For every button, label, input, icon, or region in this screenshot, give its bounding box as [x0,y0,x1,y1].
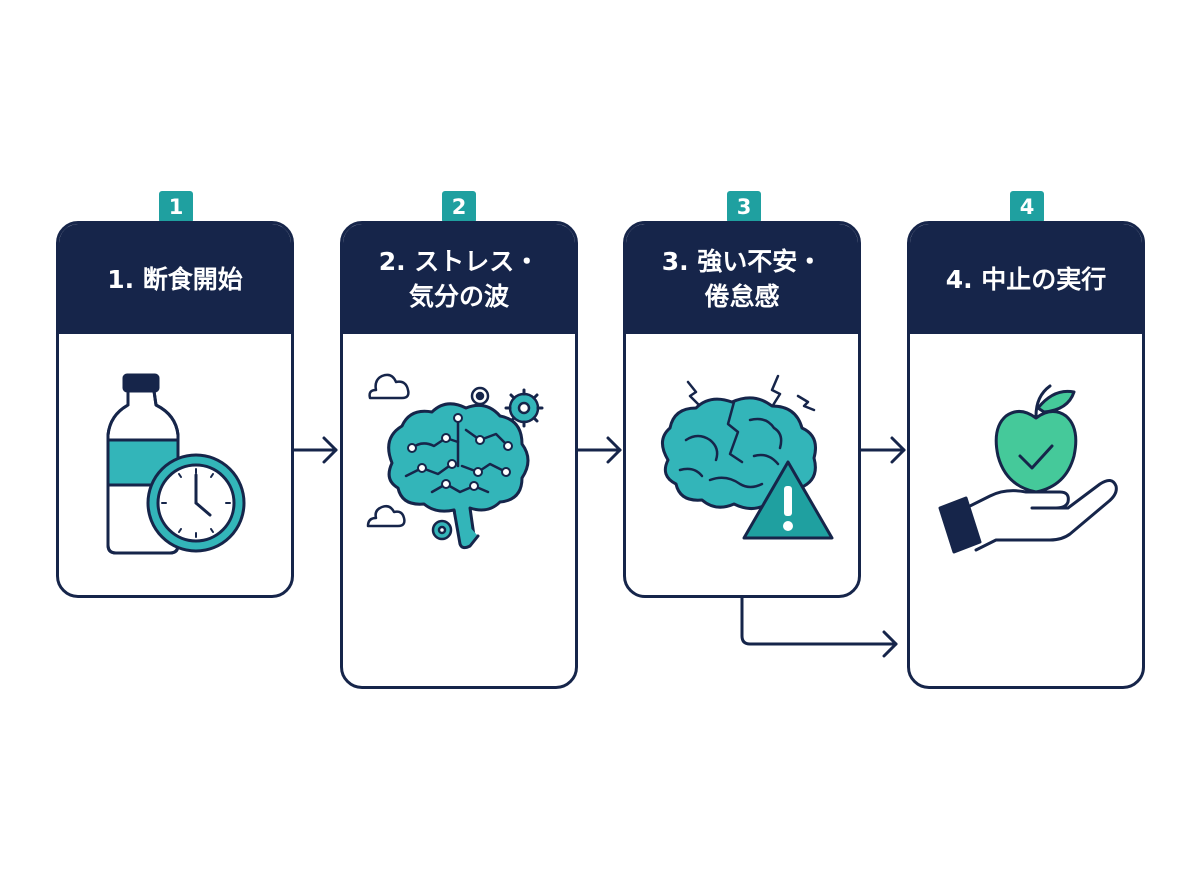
arrow-step1-to-step2 [290,436,338,464]
step-2-title: 2. ストレス・ 気分の波 [343,224,575,334]
cracked-brain-with-warning-icon [661,374,834,540]
arrow-step3-to-step4-branch [740,596,898,658]
arrow-step2-to-step3 [574,436,622,464]
step-2-badge: 2 [442,191,476,223]
step-4-title: 4. 中止の実行 [910,224,1142,334]
step-4-badge: 4 [1010,191,1044,223]
step-2-card: 2. ストレス・ 気分の波 [340,221,578,689]
step-3-badge: 3 [727,191,761,223]
water-bottle-and-clock-icon [106,373,246,555]
step-1-badge: 1 [159,191,193,223]
step-3-title: 3. 強い不安・ 倦怠感 [626,224,858,334]
hand-holding-apple-with-check-icon [938,384,1118,554]
arrow-step3-to-step4 [858,436,906,464]
brain-circuit-with-gears-and-clouds-icon [366,373,544,550]
step-1-title: 1. 断食開始 [59,224,291,334]
